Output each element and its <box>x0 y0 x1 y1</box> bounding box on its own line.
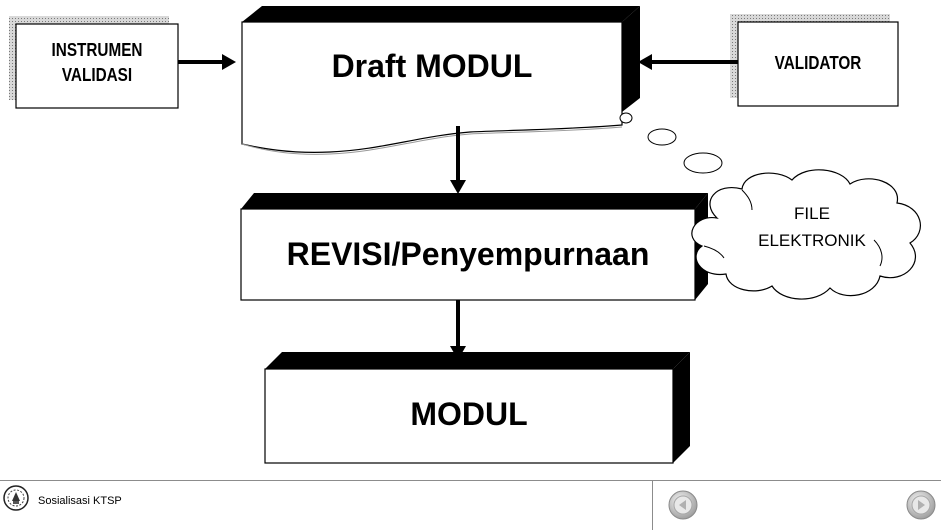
footer-divider <box>652 480 653 530</box>
instrumen-validasi-label: INSTRUMEN VALIDASI <box>51 40 143 85</box>
draft-modul-label: Draft MODUL <box>331 48 533 84</box>
modul-box <box>264 352 690 464</box>
arrow-revisi-to-modul <box>450 300 466 360</box>
emblem-icon <box>3 485 29 511</box>
revisi-box <box>240 193 708 301</box>
validator-label: VALIDATOR <box>774 53 862 73</box>
arrow-right-circle-icon[interactable] <box>906 490 936 520</box>
arrow-left-circle-icon[interactable] <box>668 490 698 520</box>
arrow-draft-to-revisi <box>450 126 466 194</box>
footer-bar <box>0 480 941 531</box>
modul-label: MODUL <box>410 396 528 432</box>
file-elektronik-cloud <box>691 169 921 300</box>
arrow-validator-to-draft <box>638 54 738 70</box>
flow-diagram <box>9 6 921 464</box>
thought-bubbles <box>619 112 723 174</box>
instrumen-validasi-box <box>9 16 179 109</box>
arrow-instrumen-to-draft <box>178 54 236 70</box>
revisi-label: REVISI/Penyempurnaan <box>286 236 650 272</box>
draft-modul-document <box>241 6 640 155</box>
validator-box <box>730 14 899 107</box>
file-elektronik-label: FILE ELEKTRONIK <box>758 204 866 250</box>
footer-title: Sosialisasi KTSP <box>38 495 122 507</box>
